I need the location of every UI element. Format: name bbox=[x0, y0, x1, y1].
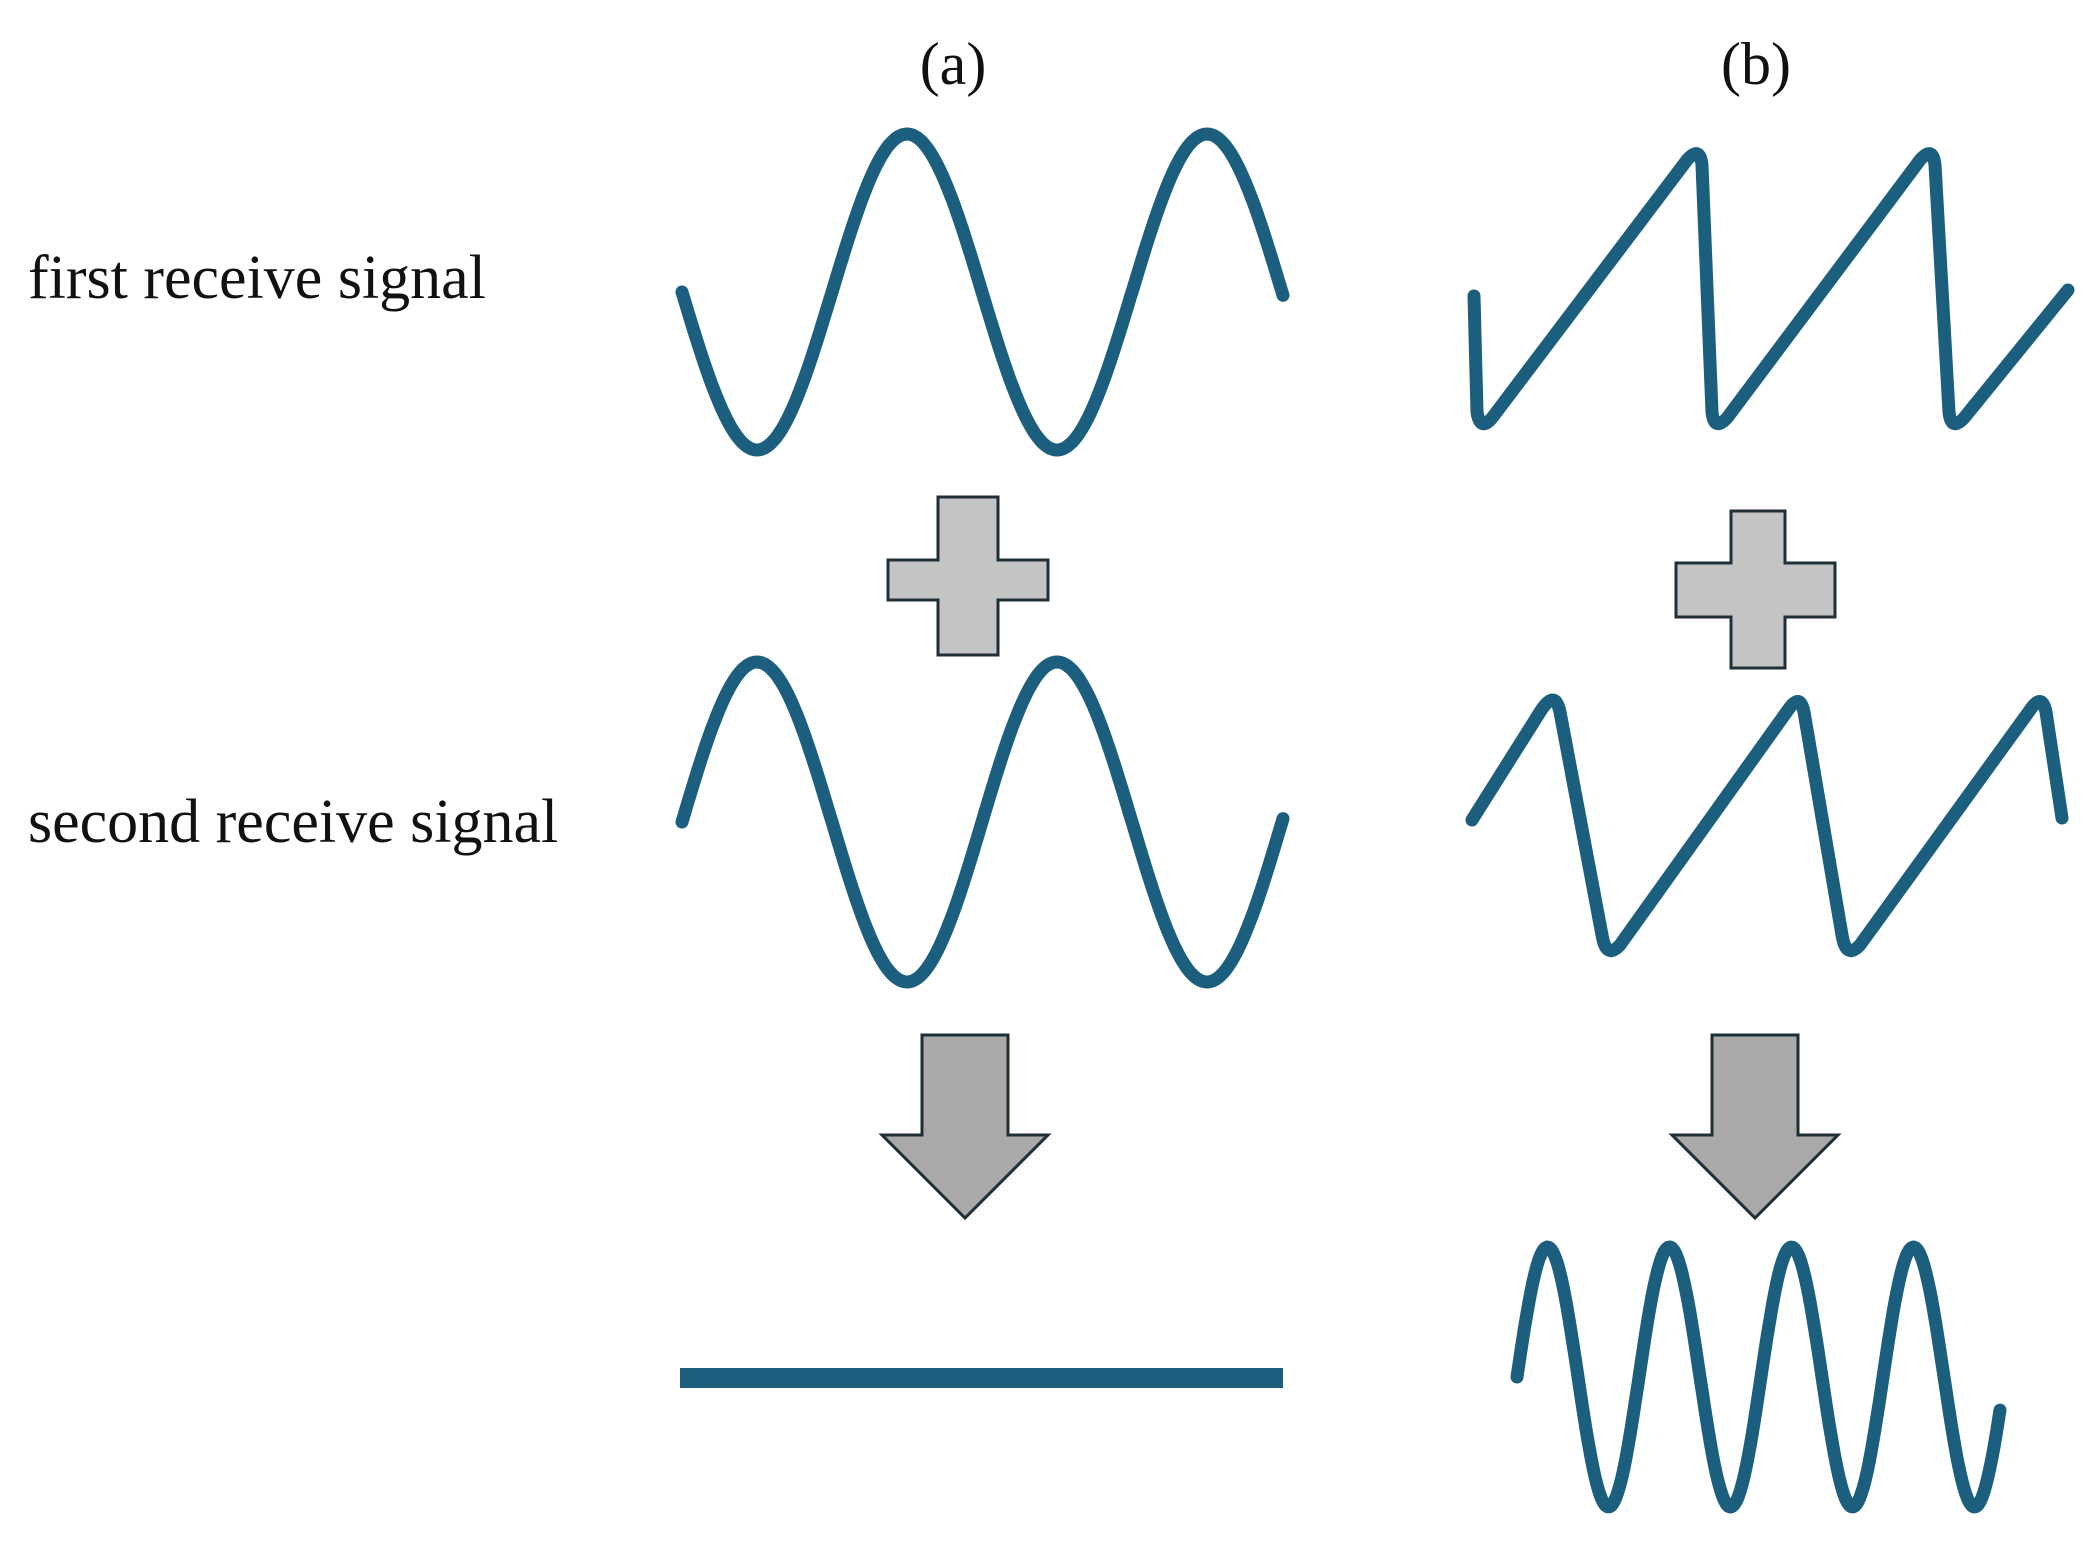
row-label-second: second receive signal bbox=[28, 788, 558, 856]
down-arrow-icon bbox=[1668, 1033, 1842, 1221]
plus-icon bbox=[1674, 509, 1837, 670]
signal-b-second-sawtooth bbox=[1465, 693, 2069, 957]
signal-a-second-sine bbox=[675, 655, 1290, 989]
row-label-first: first receive signal bbox=[28, 244, 486, 312]
column-label-b: (b) bbox=[1721, 31, 1791, 97]
down-arrow-icon bbox=[878, 1033, 1052, 1221]
signal-b-first-sawtooth bbox=[1467, 147, 2075, 431]
signal-b-result-sine bbox=[1510, 1240, 2007, 1514]
column-label-a: (a) bbox=[920, 31, 987, 97]
signal-a-first-sine bbox=[675, 127, 1290, 457]
plus-icon bbox=[886, 495, 1050, 657]
